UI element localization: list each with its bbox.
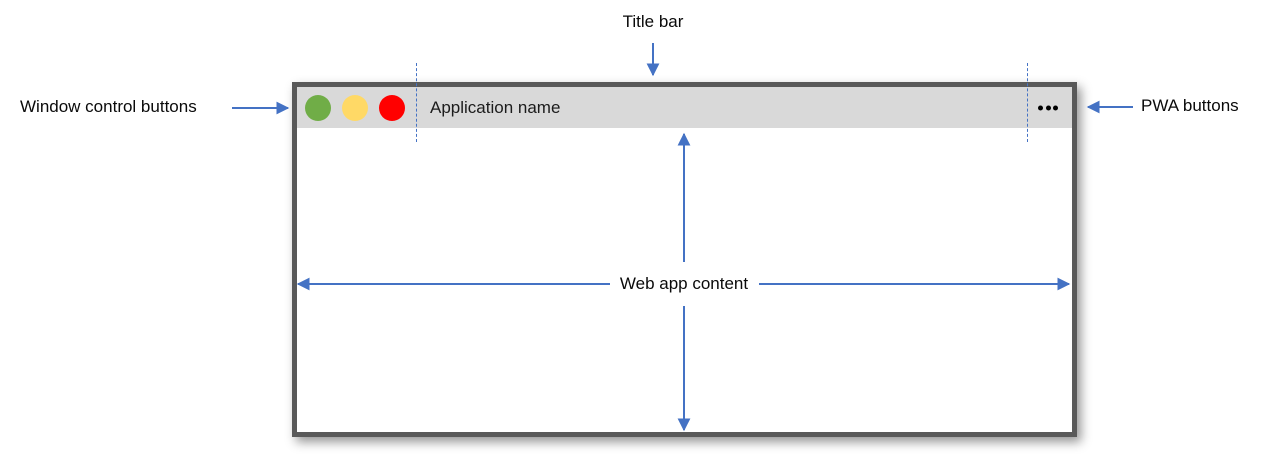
window-control-green-button xyxy=(305,94,331,121)
label-window-control-buttons: Window control buttons xyxy=(20,97,197,116)
app-window: Application name xyxy=(292,82,1077,437)
app-title: Application name xyxy=(430,97,561,117)
title-bar: Application name xyxy=(297,87,1072,128)
label-web-app-content: Web app content xyxy=(619,274,749,293)
window-control-red-button xyxy=(379,94,405,121)
titlebar-left-separator xyxy=(416,63,417,142)
label-pwa-buttons: PWA buttons xyxy=(1141,96,1239,115)
label-title-bar: Title bar xyxy=(622,12,684,31)
window-control-yellow-button xyxy=(342,94,368,121)
titlebar-right-separator xyxy=(1027,63,1028,142)
three-dots-icon xyxy=(1038,105,1058,110)
